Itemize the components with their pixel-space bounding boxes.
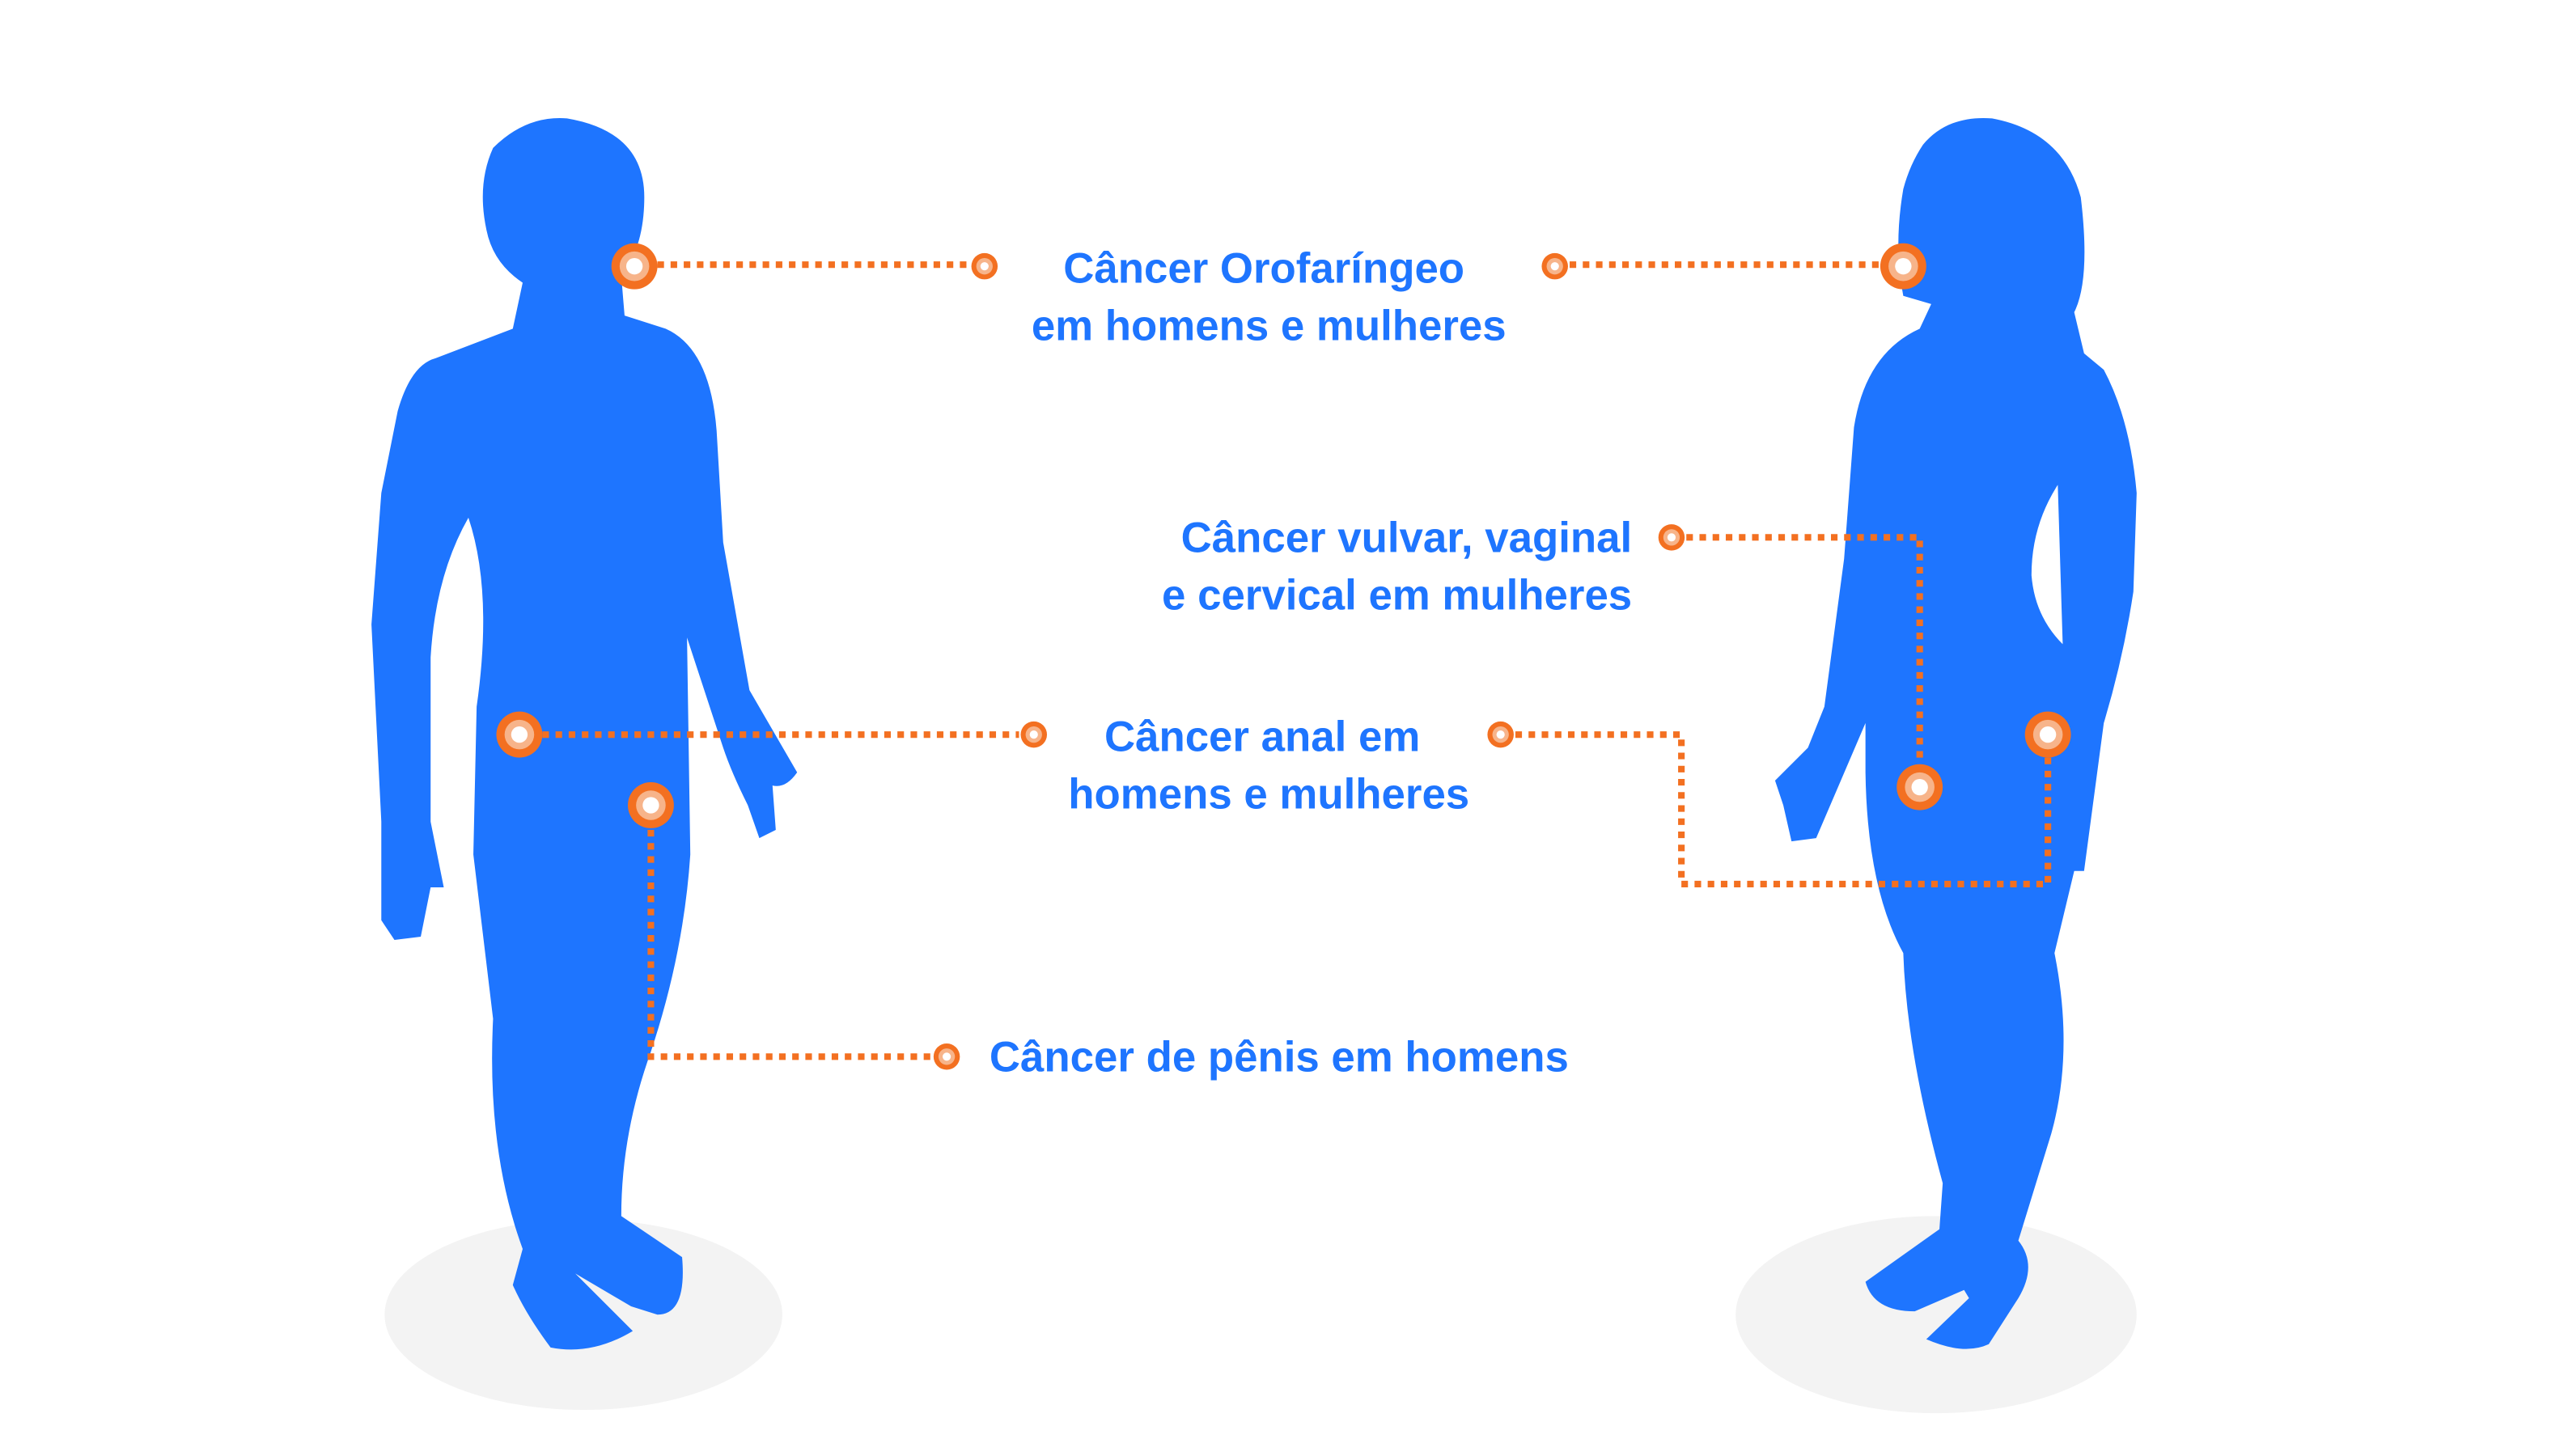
marker-male-throat [611,243,658,290]
label-anal-line2: homens e mulheres [1068,771,1469,819]
label-oropharyngeal-line2: em homens e mulheres [1032,303,1507,350]
body-markers [496,243,2071,828]
label-vulvar-line2: e cervical em mulheres [1162,572,1632,620]
label-vulvar-line1: Câncer vulvar, vaginal [1181,514,1633,562]
connector-lines [542,261,2052,1060]
label-markers [933,252,1685,1070]
female-silhouette [1774,117,2137,1349]
label-oropharyngeal-line1: Câncer Orofaríngeo [1063,244,1464,292]
marker-female-anal [2024,711,2071,758]
marker-male-anal [496,711,543,758]
connector-vulvar [1686,534,1923,764]
label-penile: Câncer de pênis em homens [990,1034,1569,1081]
connector-anal-female [1515,731,2052,888]
connector-penile [647,829,932,1060]
marker-male-penile [627,782,674,828]
marker-female-vulvar [1897,764,1943,811]
female-floor-shadow [1735,1216,2137,1414]
marker-female-throat [1880,243,1926,290]
label-anal-line1: Câncer anal em [1104,713,1420,760]
